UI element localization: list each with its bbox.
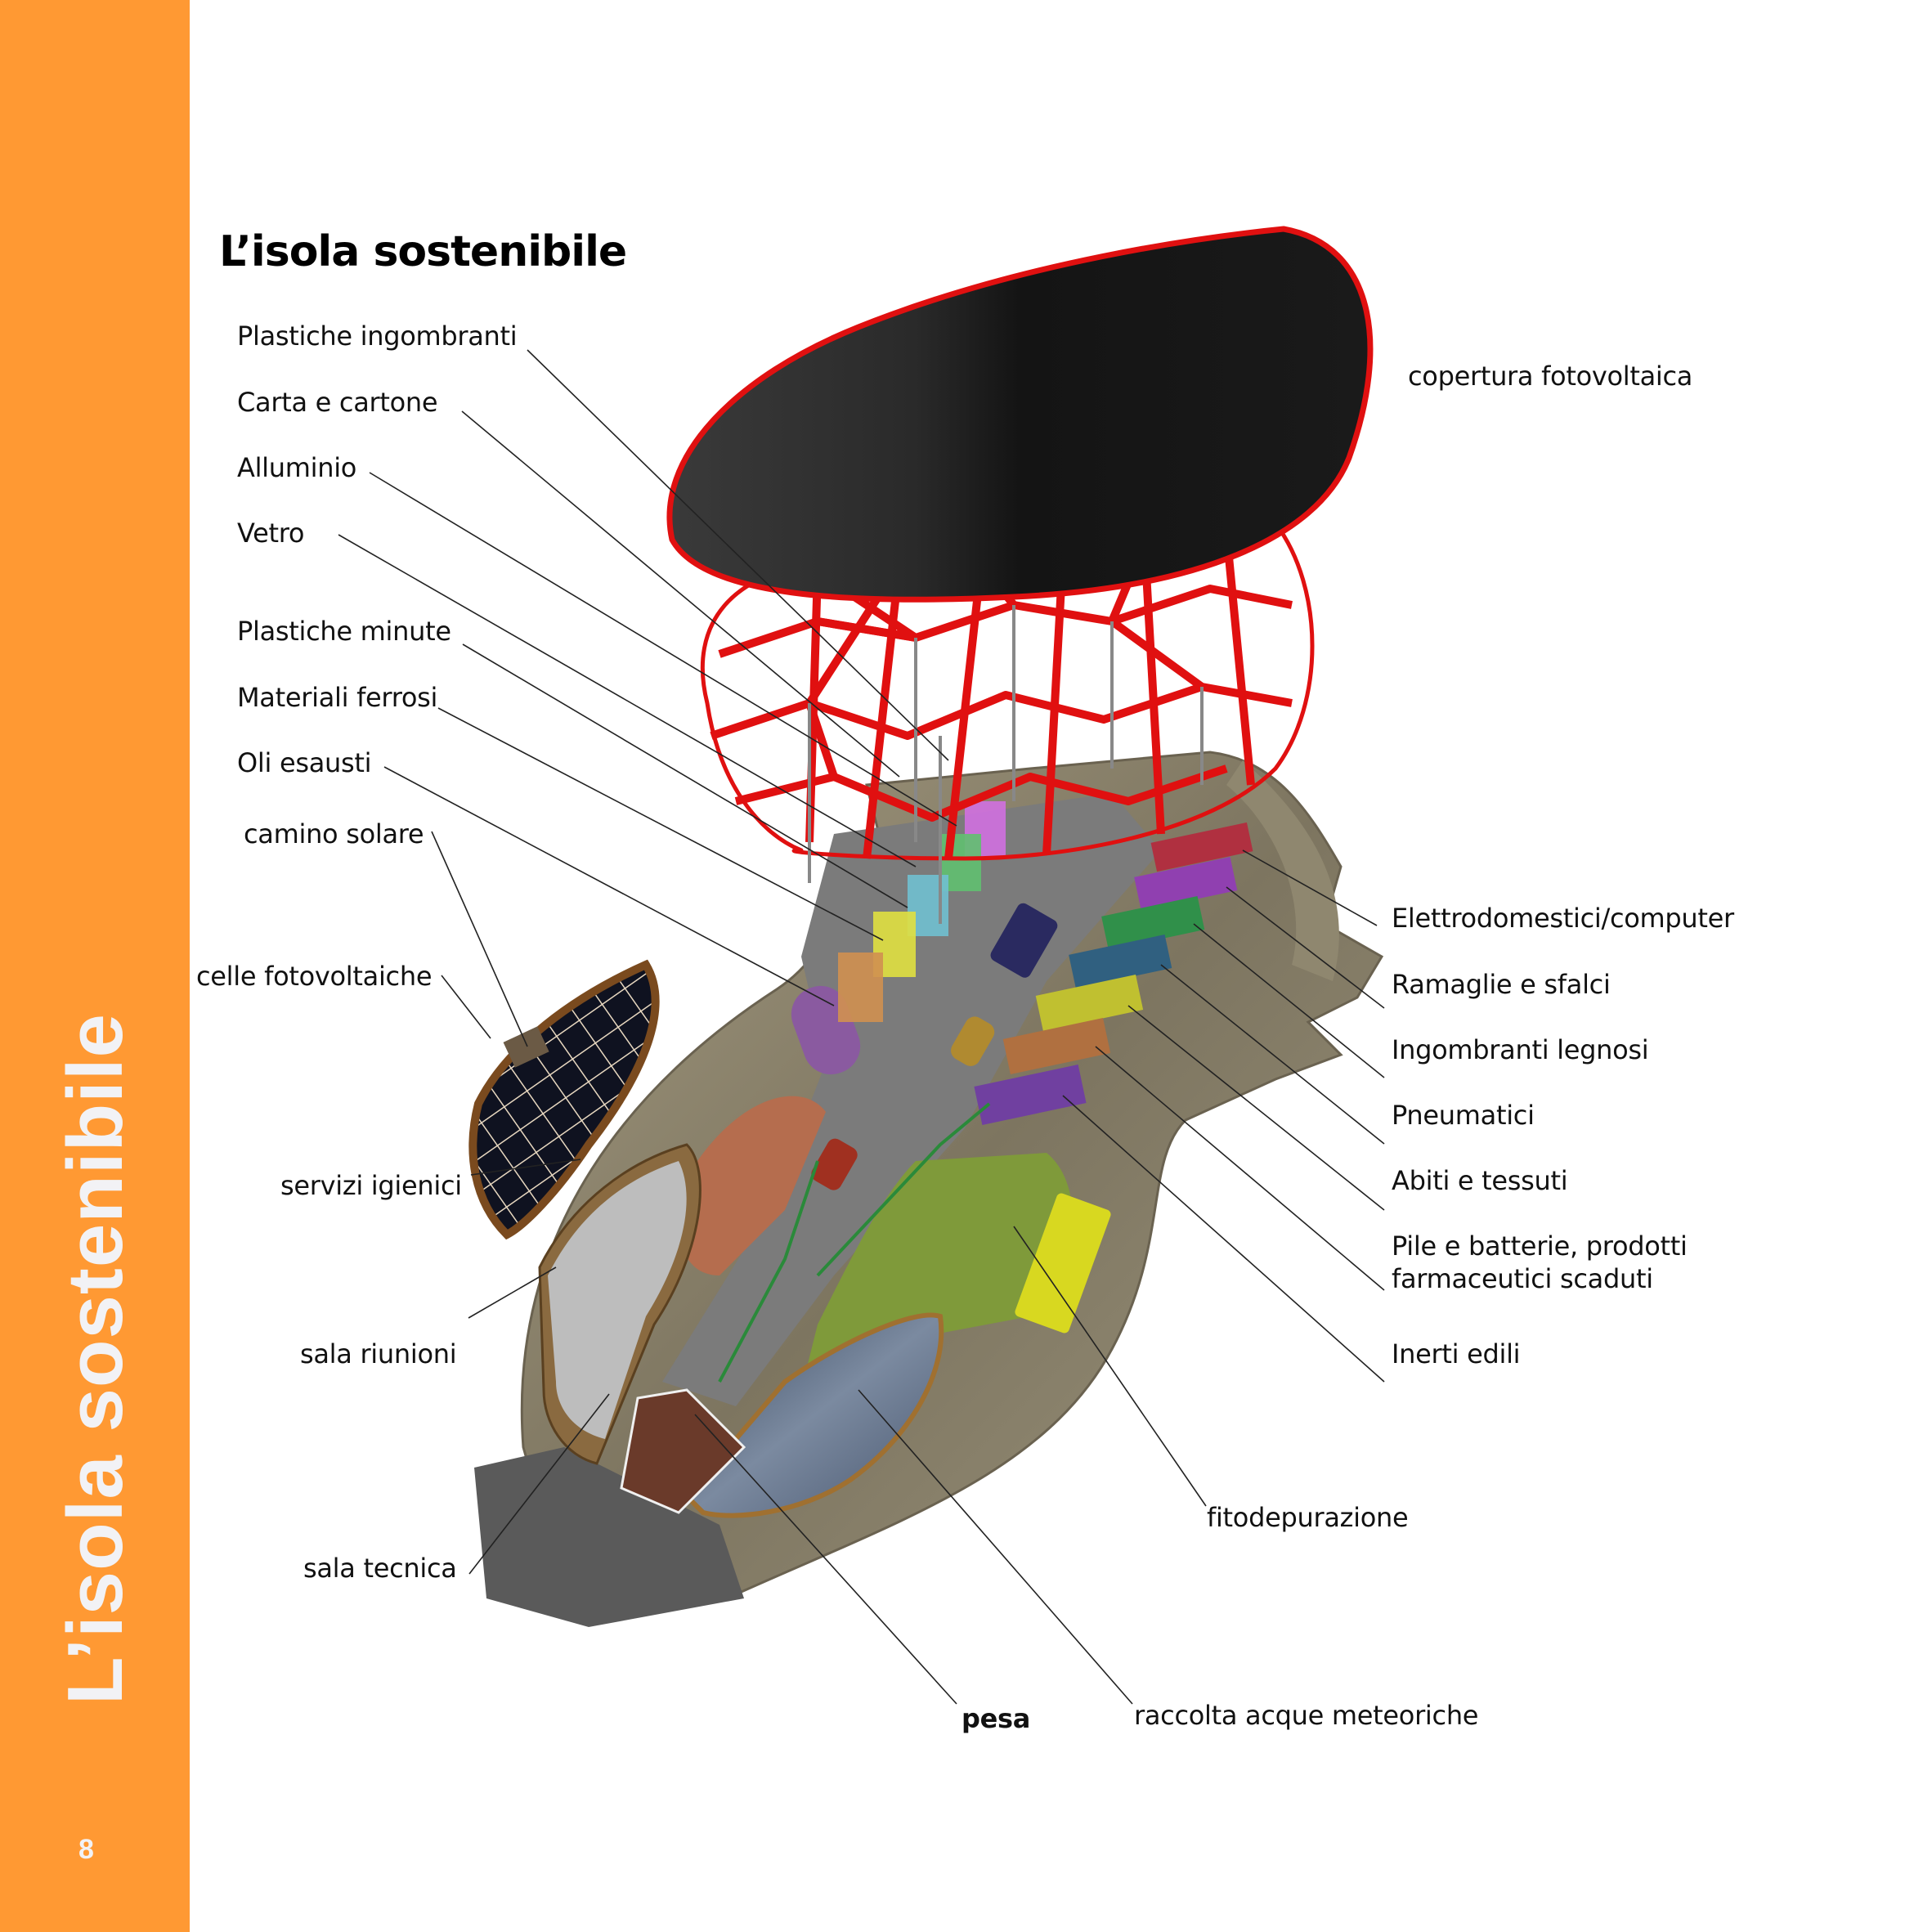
label-copertura-fotovoltaica: copertura fotovoltaica [1408, 361, 1693, 392]
pond-raccolta-acque [683, 1312, 944, 1518]
label-raccolta-acque: raccolta acque meteoriche [1134, 1700, 1479, 1731]
leader-plastiche-ingombranti [527, 349, 949, 761]
label-vetro: Vetro [237, 518, 305, 549]
camino-solare [503, 1026, 549, 1068]
leader-alluminio [369, 472, 957, 827]
leader-raccolta-acque [858, 1389, 1133, 1705]
label-pile-batterie-line2: farmaceutici scaduti [1392, 1263, 1653, 1294]
sala-tecnica-area [474, 1447, 744, 1627]
leader-lines [338, 349, 1385, 1705]
label-alluminio: Alluminio [237, 452, 357, 483]
label-abiti-tessuti: Abiti e tessuti [1392, 1165, 1568, 1196]
label-fitodepurazione: fitodepurazione [1207, 1502, 1409, 1533]
leader-celle [441, 975, 491, 1039]
truck-yellow [1015, 1193, 1111, 1334]
pesa-platform [620, 1388, 746, 1514]
leader-abiti [1127, 1005, 1385, 1211]
leader-camino-solare [431, 831, 528, 1047]
label-carta-cartone: Carta e cartone [237, 387, 438, 418]
label-oli-esausti: Oli esausti [237, 747, 372, 778]
container [974, 1065, 1087, 1125]
label-ingombranti-legnosi: Ingombranti legnosi [1392, 1034, 1649, 1065]
roof-photovoltaic [666, 226, 1374, 603]
leader-vetro [338, 534, 917, 867]
solar-panel [468, 959, 660, 1240]
leader-ramaglie [1226, 886, 1385, 1009]
car-red [811, 1138, 858, 1190]
leader-pesa [694, 1414, 957, 1705]
leader-materiali-ferrosi [437, 707, 884, 941]
page-number: 8 [78, 1834, 94, 1865]
leader-sala-riunioni [468, 1266, 557, 1319]
leader-ingombranti-legnosi [1193, 923, 1385, 1078]
label-plastiche-ingombranti: Plastiche ingombranti [237, 321, 518, 352]
label-celle-fotovoltaiche: celle fotovoltaiche [196, 961, 433, 992]
leader-inerti [1062, 1095, 1385, 1383]
label-pneumatici: Pneumatici [1392, 1100, 1535, 1131]
railing [816, 1102, 991, 1277]
label-pesa: pesa [962, 1703, 1031, 1734]
label-elettrodomestici: Elettrodomestici/computer [1392, 903, 1734, 934]
leader-oli-esausti [383, 766, 835, 1006]
page-title: L’isola sostenibile [219, 227, 627, 276]
label-camino-solare: camino solare [244, 818, 424, 849]
label-materiali-ferrosi: Materiali ferrosi [237, 682, 438, 713]
label-pile-batterie-line1: Pile e batterie, prodotti [1392, 1230, 1688, 1262]
container [1035, 974, 1144, 1031]
label-sala-riunioni: sala riunioni [300, 1338, 457, 1369]
leader-elettrodomestici [1242, 849, 1378, 926]
truck-blue [990, 903, 1058, 978]
label-inerti-edili: Inerti edili [1392, 1338, 1521, 1369]
leader-pile [1095, 1046, 1385, 1291]
label-ramaglie-sfalci: Ramaglie e sfalci [1392, 969, 1611, 1000]
support-columns [808, 605, 1204, 924]
leader-fitodepurazione [1013, 1226, 1207, 1507]
label-plastiche-minute: Plastiche minute [237, 616, 451, 647]
container [1002, 1017, 1111, 1074]
label-sala-tecnica: sala tecnica [303, 1553, 457, 1584]
leader-pneumatici [1160, 964, 1385, 1145]
containers-left [838, 801, 1006, 1022]
container [1134, 856, 1238, 911]
car-gold [951, 1016, 995, 1066]
leader-sala-tecnica [468, 1393, 610, 1575]
leader-servizi [470, 1159, 581, 1176]
container [1150, 822, 1253, 872]
railing [718, 1160, 819, 1383]
container [1101, 895, 1205, 950]
container [838, 953, 883, 1022]
platform-curve [1226, 760, 1339, 981]
label-servizi-igienici: servizi igienici [280, 1170, 462, 1201]
containers-right [974, 822, 1253, 1125]
sala-riunioni-interior [548, 1161, 687, 1439]
leader-carta-cartone [461, 410, 900, 778]
leader-plastiche-minute [462, 643, 908, 908]
terracotta-area [679, 1096, 826, 1275]
container [1069, 934, 1172, 988]
sidebar: L’isola sostenibile 8 [0, 0, 190, 1932]
